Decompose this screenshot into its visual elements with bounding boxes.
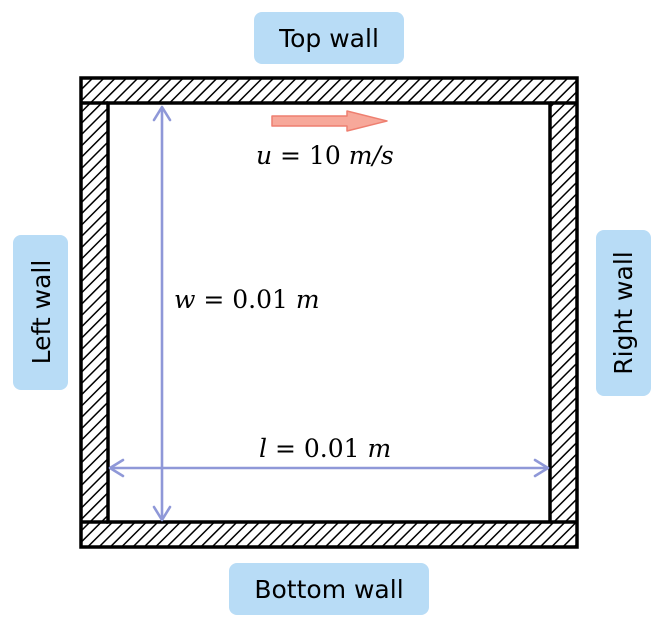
width-arrowhead-top: [152, 105, 172, 122]
top-wall-label-text: Top wall: [278, 24, 379, 53]
bottom-wall-label: Bottom wall: [229, 563, 429, 615]
cavity-interior: [106, 101, 552, 524]
length-arrowhead-right: [533, 458, 550, 478]
length-expression: = 0.01: [267, 434, 367, 463]
velocity-expression: = 10: [272, 141, 349, 170]
width-dimension-arrow: [152, 105, 172, 522]
right-wall-label-box: [596, 230, 651, 396]
velocity-variable: u: [256, 141, 272, 170]
right-wall-label: Right wall: [596, 230, 651, 396]
left-wall-label: Left wall: [13, 235, 68, 390]
velocity-annotation: u = 10 m/s: [256, 141, 394, 170]
length-dimension-arrow: [108, 458, 550, 478]
top-wall-label: Top wall: [254, 12, 404, 64]
width-arrowhead-bottom: [152, 505, 172, 522]
velocity-arrow: [271, 110, 388, 132]
length-annotation: l = 0.01 m: [259, 434, 391, 463]
bottom-wall-label-box: [229, 563, 429, 615]
width-unit: m: [296, 285, 320, 314]
length-variable: l: [259, 434, 267, 463]
velocity-arrow-shape: [271, 110, 388, 132]
length-unit: m: [367, 434, 391, 463]
left-wall-label-text: Left wall: [27, 260, 56, 365]
length-arrowhead-left: [108, 458, 125, 478]
width-variable: w: [174, 285, 195, 314]
top-wall-label-box: [254, 12, 404, 64]
right-wall-label-text: Right wall: [609, 251, 638, 374]
width-annotation: w = 0.01 m: [174, 285, 320, 314]
velocity-unit: m/s: [349, 141, 394, 170]
left-wall-label-box: [13, 235, 68, 390]
width-expression: = 0.01: [195, 285, 295, 314]
bottom-wall-label-text: Bottom wall: [254, 575, 403, 604]
